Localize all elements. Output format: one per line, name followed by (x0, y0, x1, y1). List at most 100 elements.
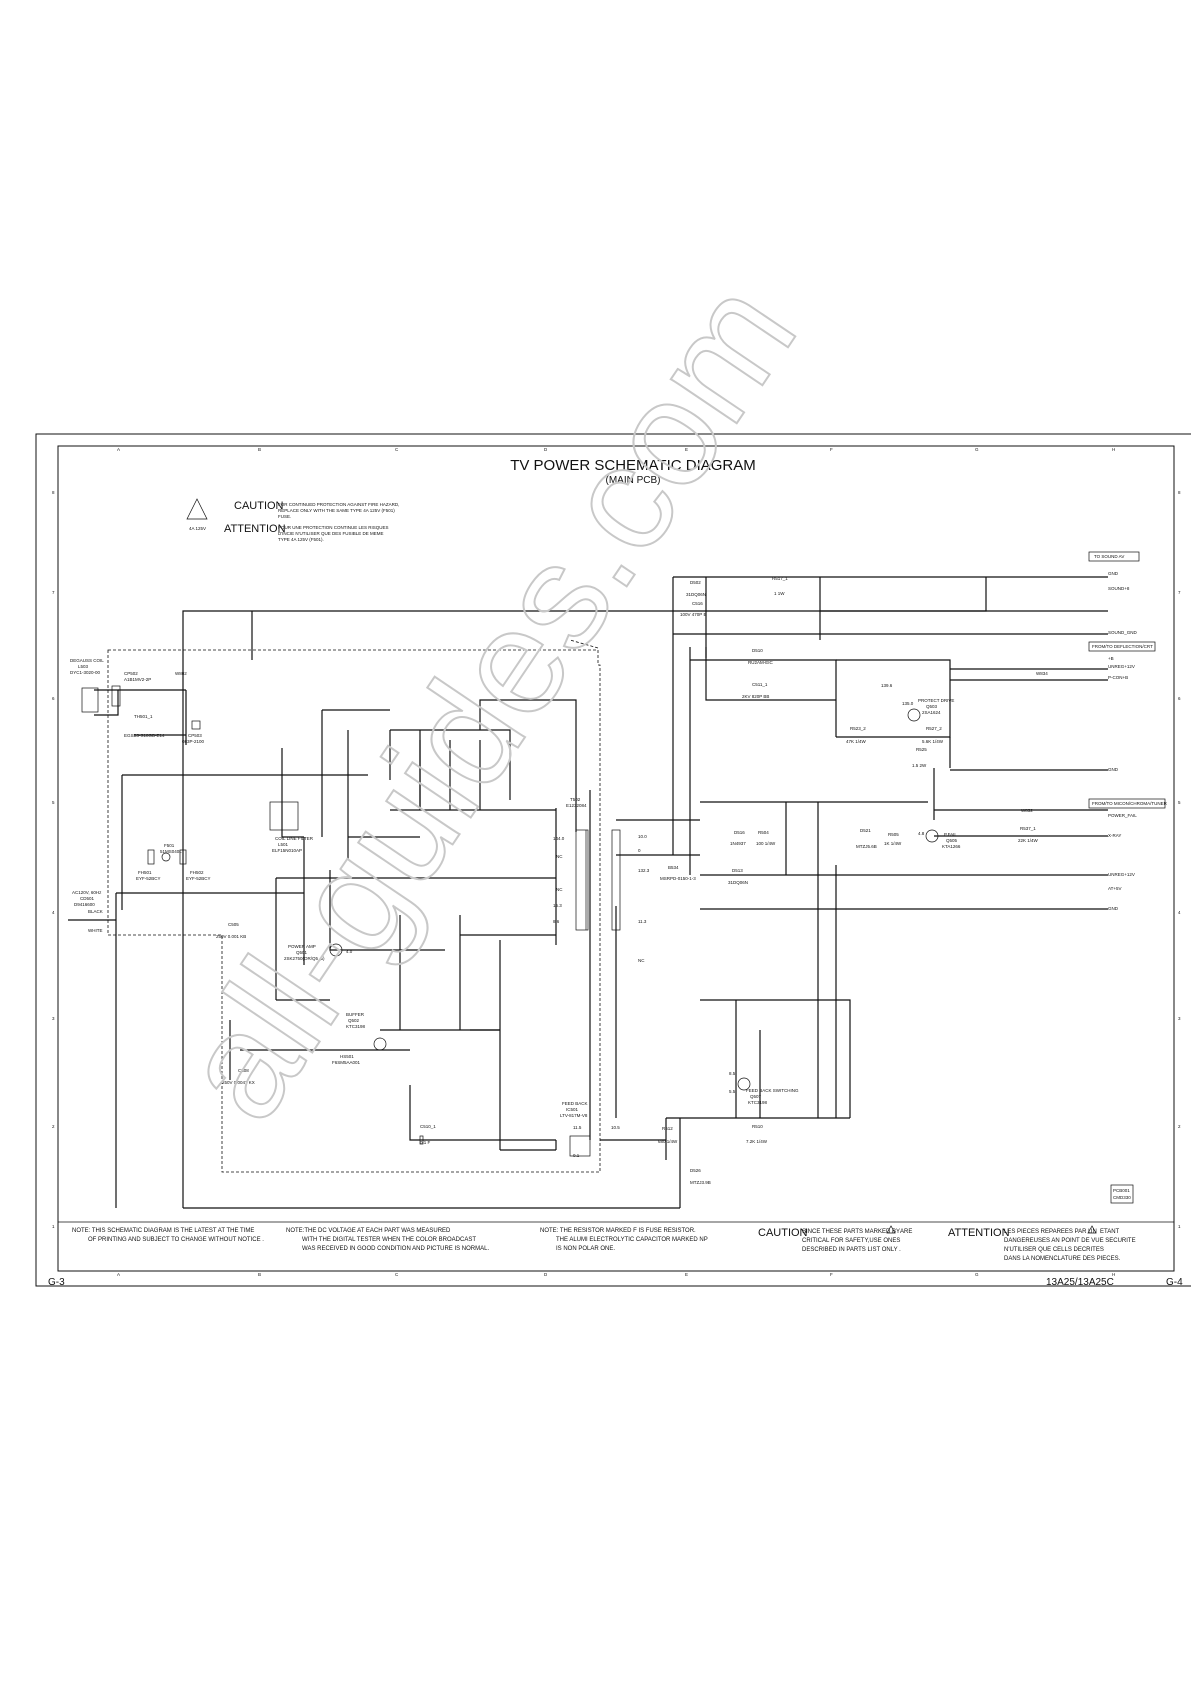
label-d513: D513 (732, 868, 743, 873)
transistor-q505-icon (925, 829, 939, 843)
label-ac: AC120V, 60Hz (72, 890, 102, 895)
signal-gnd-1: GND (1108, 571, 1119, 576)
note-2c: WAS RECEIVED IN GOOD CONDITION AND PICTU… (302, 1246, 489, 1252)
note-2a: NOTE:THE DC VOLTAGE AT EACH PART WAS MEA… (286, 1228, 451, 1234)
grid-col-f: F (830, 447, 833, 452)
label-cp502: CP502 (124, 671, 138, 676)
voltage-144: 144.0 (553, 836, 565, 841)
grid-col-d: D (544, 447, 548, 452)
label-r523: R523_2 (850, 726, 866, 731)
grid-col-b-bottom: B (258, 1272, 261, 1277)
grid-col-d-bottom: D (544, 1272, 548, 1277)
note-caution-are: ARE (900, 1229, 912, 1235)
caution-text-3: FUSE. (278, 514, 291, 519)
label-ic501-pn: LTV-817M-V8 (560, 1113, 588, 1118)
label-ic501-id: IC501 (566, 1107, 579, 1112)
label-r517-val: 1 1W (774, 591, 785, 596)
label-q503: PROTECT DRIVE (918, 698, 954, 703)
label-r523-val: 47K 1/4W (846, 739, 867, 744)
transistor-q502-icon (373, 1037, 387, 1051)
diagram-subtitle: (MAIN PCB) (606, 475, 661, 486)
label-th501-pn: EGSB3-S18GB-E14 (124, 733, 165, 738)
grid-row-2-right: 2 (1178, 1124, 1181, 1129)
label-c516: C516 (692, 601, 703, 606)
fuse-holder-right (179, 849, 187, 865)
warning-triangle-icon (186, 498, 208, 520)
label-d510-pn: RU2AM-EIC (748, 660, 774, 665)
voltage-10: 10.0 (638, 834, 647, 839)
coil-line-filter-icon (269, 801, 299, 831)
label-r527: R527_2 (926, 726, 942, 731)
label-f501: F501 (164, 843, 175, 848)
note-1a: NOTE: THIS SCHEMATIC DIAGRAM IS THE LATE… (72, 1228, 254, 1234)
transistor-q501-icon (329, 943, 343, 957)
label-r512: R512 (662, 1126, 673, 1131)
note-1b: OF PRINTING AND SUBJECT TO CHANGE WITHOU… (88, 1237, 264, 1243)
label-fh501-pn: EYF-52BCY (136, 876, 161, 881)
label-r504-val: 100 1/4W (756, 841, 776, 846)
label-degauss-pn: DYC1-3020-00 (70, 670, 101, 675)
attention-text-1: POUR UNE PROTECTION CONTINUE LES RISQUES (278, 525, 389, 530)
fuse-rating-label: 4A 125V (189, 526, 206, 531)
label-q505-id: Q505 (946, 838, 958, 843)
label-q502-pn: KTC3198 (346, 1024, 366, 1029)
label-c510: C510_1 (420, 1124, 436, 1129)
note-attention-d: DANS LA NOMENCLATURE DES PIECES. (1004, 1256, 1121, 1262)
grid-row-5-right: 5 (1178, 800, 1181, 805)
label-c508-val: 250V 0.0047 KX (222, 1080, 255, 1085)
grid-col-e: E (685, 447, 688, 452)
label-cp503: CP503 (188, 733, 202, 738)
grid-row-7-right: 7 (1178, 590, 1181, 595)
label-degauss-id: L503 (78, 664, 89, 669)
note-caution-triangle-icon (886, 1225, 896, 1234)
connector-micom (1088, 798, 1166, 809)
bottom-notes: NOTE: THIS SCHEMATIC DIAGRAM IS THE LATE… (72, 1225, 1136, 1262)
label-q507-id: Q507 (750, 1094, 762, 1099)
note-caution-b: CRITICAL FOR SAFETY,USE ONES (802, 1238, 900, 1244)
signal-gnd-2: GND (1108, 767, 1119, 772)
label-d510: D510 (752, 648, 763, 653)
label-fh502: FH502 (190, 870, 204, 875)
label-q505: P.FAIL (944, 832, 957, 837)
grid-col-h: H (1112, 447, 1115, 452)
label-f501-pn: 51MS040L (160, 849, 182, 854)
label-q503-id: Q503 (926, 704, 938, 709)
grid-row-4: 4 (52, 910, 55, 915)
connector-sound-label: TO SOUND AV (1094, 554, 1124, 559)
note-caution-label: CAUTION (758, 1227, 808, 1239)
voltage-8-6: 8.6 (553, 919, 560, 924)
footer-left-page: G-3 (48, 1277, 65, 1288)
label-ic501: FEED BACK (562, 1101, 588, 1106)
voltage-nc-2: NC (556, 887, 563, 892)
label-q502: BUFFER (346, 1012, 365, 1017)
grid-col-f-bottom: F (830, 1272, 833, 1277)
label-t502: T502 (570, 797, 581, 802)
grid-columns-bottom: A B C D E F G H (117, 1272, 1115, 1277)
wiring (68, 576, 1108, 1209)
note-caution-c: DESCRIBED IN PARTS LIST ONLY . (802, 1247, 901, 1253)
label-d516: D516 (734, 830, 745, 835)
note-attention-label: ATTENTION (948, 1227, 1010, 1239)
label-q507: FEED BACK SWITCHING (746, 1088, 799, 1093)
note-attention-b: DANGEREUSES AN POINT DE VUE SECURITE (1004, 1238, 1136, 1244)
voltage-132: 132.3 (638, 868, 650, 873)
label-pcb: PCB001 (1113, 1188, 1130, 1193)
signal-gnd-3: GND (1108, 906, 1119, 911)
voltage-5-5: 5.5 (729, 1089, 736, 1094)
part-labels: DEGAUSS COIL L503 DYC1-3020-00 CP502 A1B… (70, 576, 1131, 1200)
label-degauss: DEGAUSS COIL (70, 658, 104, 663)
voltage-16-3: 16.3 (553, 903, 562, 908)
inner-frame (57, 445, 1175, 1272)
signal-sound8: SOUND+8 (1108, 586, 1130, 591)
components (81, 551, 1166, 1204)
label-black: BLACK (88, 909, 103, 914)
label-th501: TH501_1 (134, 714, 153, 719)
connector-micom-label: FROM/TO MICON/CHROMA/TUNER (1092, 801, 1168, 806)
label-fh502-pn: EYF-52BCY (186, 876, 211, 881)
connector-sound (1088, 551, 1140, 562)
label-l501-pn: ELF15N010AP (272, 848, 302, 853)
grid-row-3-right: 3 (1178, 1016, 1181, 1021)
signal-power-fail: POWER_FAIL (1108, 813, 1137, 818)
voltage-11-3: 11.3 (638, 919, 647, 924)
c510-capacitor (419, 1135, 424, 1145)
